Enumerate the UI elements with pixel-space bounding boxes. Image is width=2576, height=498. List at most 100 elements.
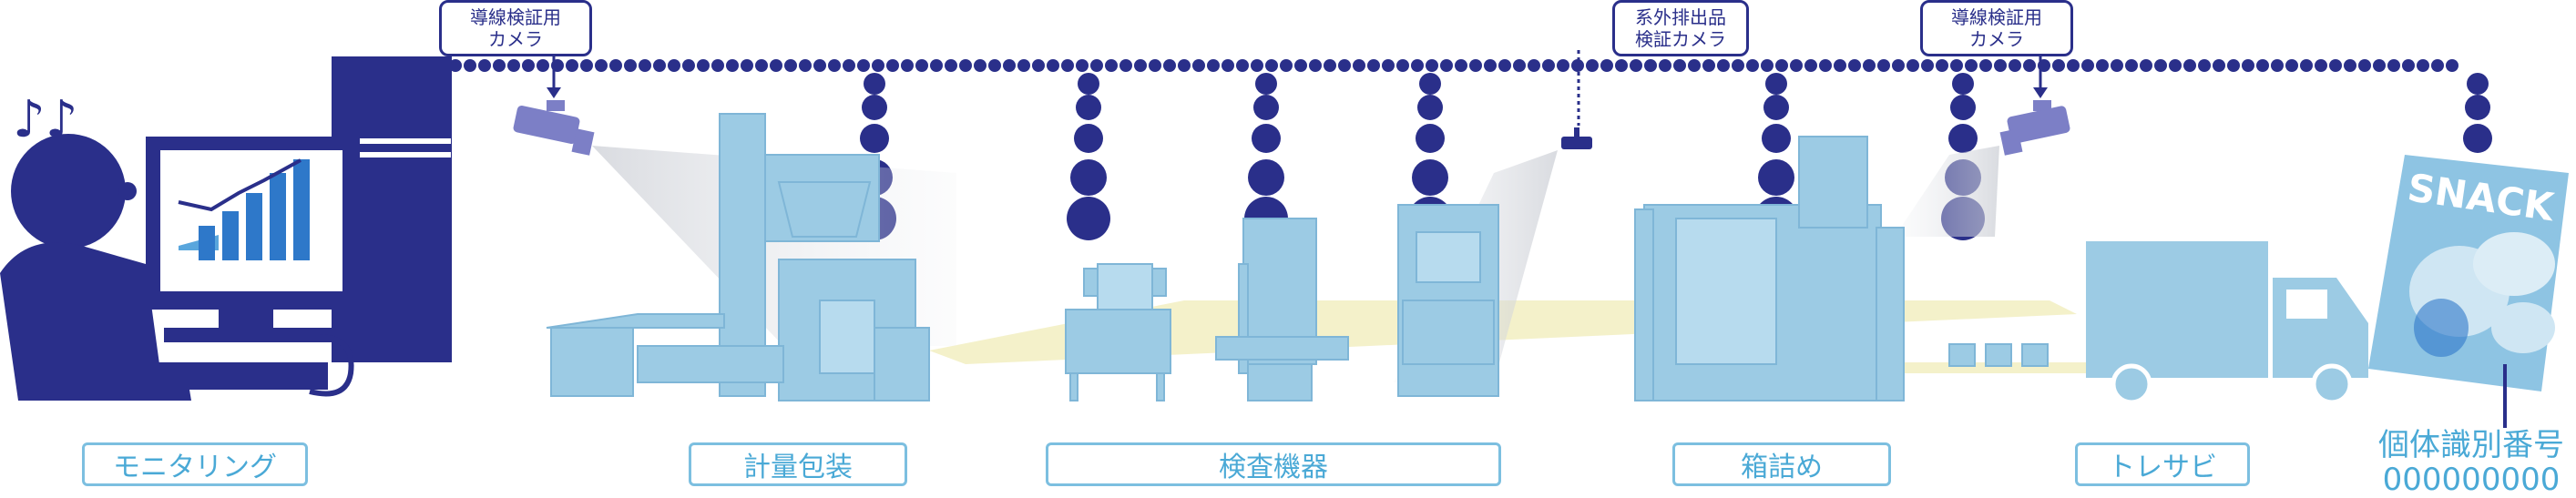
callout-line: 導線検証用: [1951, 6, 2042, 28]
data-dot: [901, 59, 914, 72]
data-dot: [1498, 59, 1511, 72]
id-label-title: 個体識別番号: [2378, 427, 2564, 463]
data-dot: [1163, 59, 1176, 72]
data-dot: [668, 59, 680, 72]
data-dot: [813, 59, 826, 72]
data-dot: [1309, 59, 1322, 72]
data-drop-dot: [1248, 159, 1284, 196]
data-dot: [464, 59, 476, 72]
data-dot: [639, 59, 651, 72]
boxes-icon: [1948, 343, 2049, 367]
checkweigher-icon: [1215, 218, 1349, 401]
data-dot: [1819, 59, 1832, 72]
data-dot: [2431, 59, 2444, 72]
chart-icon: [178, 158, 310, 260]
data-dot: [1732, 59, 1744, 72]
data-dot: [2154, 59, 2167, 72]
data-drop-dot: [1076, 95, 1101, 120]
stage-label-monitoring: モニタリング: [82, 442, 308, 486]
callout-line: 導線検証用: [470, 6, 561, 28]
data-dot: [1528, 59, 1540, 72]
data-drop-dot: [1419, 73, 1441, 95]
camera-beam-3: [1895, 146, 1999, 237]
data-dot: [2387, 59, 2400, 72]
data-dot: [1950, 59, 1963, 72]
xray-inspector-icon: [1397, 204, 1499, 397]
data-dot: [2300, 59, 2313, 72]
data-dot: [711, 59, 724, 72]
data-dot: [1236, 59, 1249, 72]
data-dot: [2140, 59, 2152, 72]
data-dot: [726, 59, 739, 72]
data-dot: [1426, 59, 1438, 72]
data-dot: [1411, 59, 1424, 72]
data-dot: [1324, 59, 1336, 72]
data-dot: [2446, 59, 2458, 72]
data-dot: [1586, 59, 1599, 72]
data-dot: [2169, 59, 2182, 72]
data-drop-dot: [1950, 95, 1976, 120]
data-dot: [2285, 59, 2298, 72]
data-dot: [1076, 59, 1089, 72]
data-dot: [1600, 59, 1613, 72]
data-dot: [609, 59, 622, 72]
data-dot: [1192, 59, 1205, 72]
data-dot: [449, 59, 462, 72]
data-dot: [1294, 59, 1307, 72]
data-dot: [799, 59, 812, 72]
data-dot: [1280, 59, 1293, 72]
monitor-icon: [128, 137, 355, 397]
data-dot: [2213, 59, 2225, 72]
data-drop-dot: [1416, 124, 1445, 153]
callout-line: カメラ: [1969, 28, 2024, 50]
data-dot: [1134, 59, 1147, 72]
data-dot: [1790, 59, 1803, 72]
data-dot: [1659, 59, 1671, 72]
data-dot: [2242, 59, 2254, 72]
data-dot: [2125, 59, 2138, 72]
truck-icon: [2086, 241, 2368, 405]
id-label: 個体識別番号 000000000: [2366, 428, 2576, 497]
data-dot: [1353, 59, 1365, 72]
data-dot: [2183, 59, 2196, 72]
data-dot: [1017, 59, 1030, 72]
data-dot: [697, 59, 710, 72]
data-dot: [1003, 59, 1016, 72]
data-drop-dot: [862, 95, 887, 120]
data-network-line: [449, 59, 2458, 72]
data-dot: [1265, 59, 1278, 72]
data-dot: [1382, 59, 1395, 72]
data-dot: [580, 59, 593, 72]
data-dot: [1615, 59, 1628, 72]
camera-icon: [1561, 127, 1592, 149]
data-dot: [1455, 59, 1467, 72]
data-drop-dot: [1067, 197, 1110, 240]
case-packer-icon: [1634, 136, 1905, 401]
data-drop-dot: [1762, 124, 1791, 153]
stage-label-boxing: 箱詰め: [1672, 442, 1891, 486]
stage-label-packaging: 計量包装: [689, 442, 907, 486]
data-drop-dot: [1758, 159, 1794, 196]
data-dot: [1119, 59, 1132, 72]
data-dot: [1513, 59, 1526, 72]
data-drop-dot: [1252, 124, 1281, 153]
data-dot: [1440, 59, 1453, 72]
data-dot: [1644, 59, 1657, 72]
data-dot: [1557, 59, 1569, 72]
data-dot: [653, 59, 666, 72]
data-dot: [1178, 59, 1191, 72]
data-dot: [1848, 59, 1861, 72]
svg-text:♪♪: ♪♪: [13, 90, 77, 149]
data-dot: [988, 59, 1001, 72]
camera-icon: [513, 100, 595, 156]
data-dot: [1775, 59, 1788, 72]
data-dot: [1804, 59, 1817, 72]
id-number: 000000000: [2382, 462, 2561, 498]
music-notes-icon: ♪♪: [13, 90, 77, 149]
data-dot: [857, 59, 870, 72]
data-dot: [595, 59, 608, 72]
person-icon: [0, 134, 191, 401]
data-dot: [1251, 59, 1263, 72]
data-dot: [1047, 59, 1059, 72]
